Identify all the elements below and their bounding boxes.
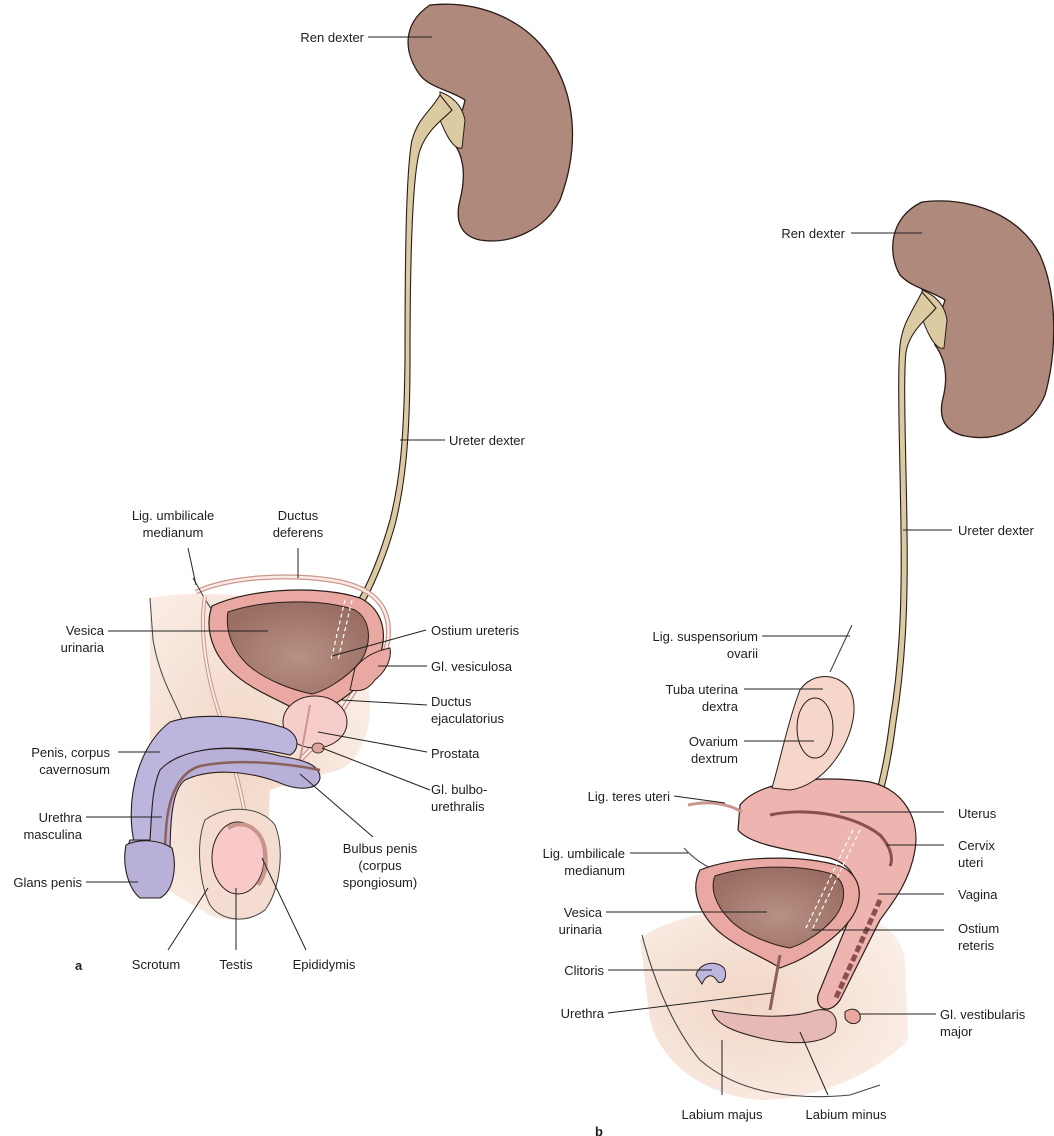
label-bulbus-penis-a: Bulbus penis (corpus spongiosum) <box>342 841 418 890</box>
label-lig-suspensorium-b: Lig. suspensorium ovarii <box>652 629 759 661</box>
panel-tag-a: a <box>75 958 83 973</box>
label-ductus-deferens-a: Ductus deferens <box>272 508 324 540</box>
label-vagina-b: Vagina <box>958 887 998 902</box>
label-gl-bulbourethralis-a: Gl. bulbo- urethralis <box>431 782 488 814</box>
label-lig-umbilicale-a: Lig. umbilicale medianum <box>131 508 215 540</box>
panel-tag-b: b <box>595 1124 603 1136</box>
epididymis-a <box>226 822 268 887</box>
label-labium-majus-b: Labium majus <box>681 1107 763 1122</box>
label-lig-teres-b: Lig. teres uteri <box>587 789 670 804</box>
leader-lines-b <box>606 232 952 1096</box>
label-clitoris-b: Clitoris <box>564 963 604 978</box>
urethra-b <box>768 954 782 1011</box>
vulva-outline-b <box>641 934 881 1098</box>
label-cervix-b: Cervix uteri <box>958 838 995 870</box>
kidney-a <box>407 3 574 242</box>
clitoris-b <box>695 962 727 986</box>
panel-b-illustration <box>606 200 1054 1100</box>
kidney-b <box>892 200 1054 439</box>
label-penis-corpus-cavernosum-a: Penis, corpus cavernosum <box>31 745 110 777</box>
label-labium-minus-b: Labium minus <box>805 1107 887 1122</box>
label-urethra-masculina-a: Urethra masculina <box>23 810 82 842</box>
label-gl-vesiculosa-a: Gl. vesiculosa <box>431 659 512 674</box>
label-ren-dexter-a: Ren dexter <box>300 30 364 45</box>
label-ovarium-b: Ovarium dextrum <box>688 734 738 766</box>
leader-lines-a <box>86 36 445 951</box>
ovary-b <box>796 697 834 759</box>
gl-vestibularis-b <box>844 1008 861 1025</box>
label-tuba-uterina-b: Tuba uterina dextra <box>665 682 738 714</box>
label-lig-umbilicale-b: Lig. umbilicale medianum <box>542 846 625 878</box>
label-ductus-ejaculatorius-a: Ductus ejaculatorius <box>431 694 504 726</box>
label-urethra-b: Urethra <box>560 1006 604 1021</box>
label-ostium-ureteris-a: Ostium ureteris <box>431 623 520 638</box>
bladder-lumen-a <box>226 601 369 695</box>
label-testis-a: Testis <box>219 957 253 972</box>
lig-teres-b <box>687 801 743 814</box>
ureter-a <box>354 94 453 611</box>
label-vesica-urinaria-b: Vesica urinaria <box>558 905 602 937</box>
bladder-lumen-b <box>712 866 845 949</box>
label-gl-vestibularis-b: Gl. vestibularis major <box>940 1007 1026 1039</box>
lig-suspensorium-b <box>829 624 853 673</box>
bulbourethral-gland-a <box>311 742 325 754</box>
seminal-vesicle-a <box>349 647 391 692</box>
glans-a <box>124 840 175 899</box>
label-ostium-reteris-b: Ostium reteris <box>958 921 1000 953</box>
panel-a-illustration <box>86 3 574 951</box>
urethra-a <box>160 760 321 891</box>
label-ureter-dexter-b: Ureter dexter <box>958 523 1034 538</box>
vagina-b <box>832 898 883 1002</box>
label-vesica-urinaria-a: Vesica urinaria <box>60 623 104 655</box>
label-glans-penis-a: Glans penis <box>13 875 82 890</box>
uterus-b <box>737 778 917 1010</box>
labium-minus-b <box>711 1009 837 1044</box>
ureter-b <box>869 291 937 816</box>
label-ureter-dexter-a: Ureter dexter <box>449 433 525 448</box>
label-epididymis-a: Epididymis <box>292 957 356 972</box>
body-outline-a <box>149 597 183 721</box>
label-ren-dexter-b: Ren dexter <box>781 226 845 241</box>
label-prostata-a: Prostata <box>431 746 480 761</box>
label-uterus-b: Uterus <box>958 806 997 821</box>
label-scrotum-a: Scrotum <box>131 957 181 972</box>
